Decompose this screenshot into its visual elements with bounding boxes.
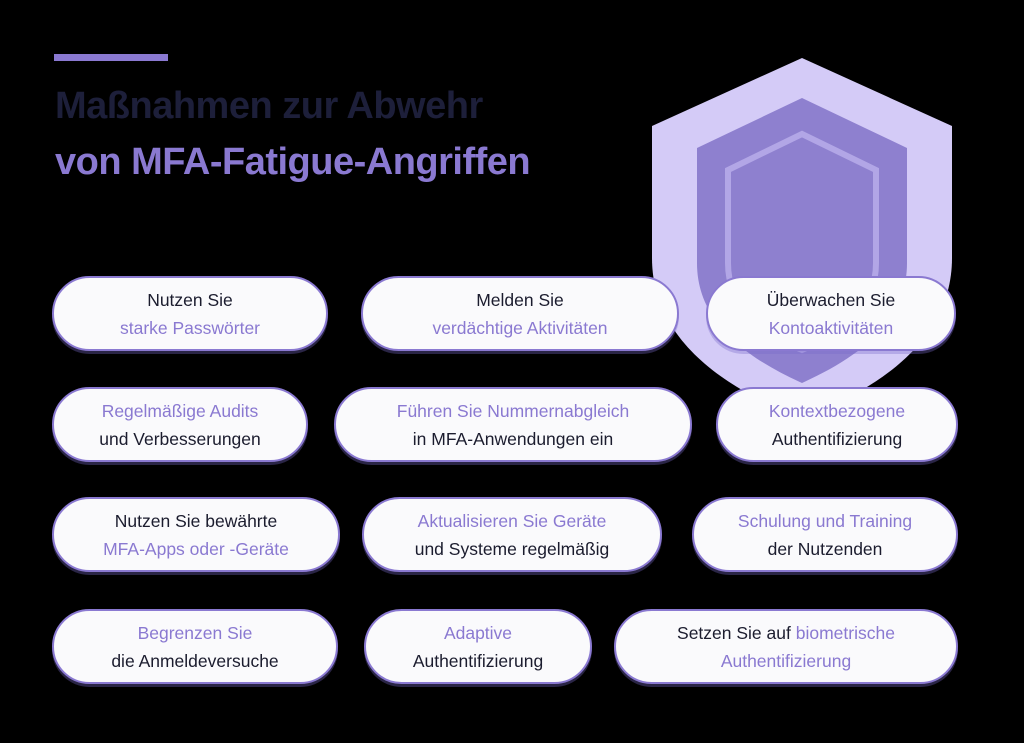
measure-line-1-dark: Setzen Sie auf	[677, 622, 796, 643]
measure-line-2: Kontoaktivitäten	[768, 317, 894, 338]
page-title: Maßnahmen zur Abwehr von MFA-Fatigue-Ang…	[55, 78, 531, 190]
measure-line-2: und Verbesserungen	[99, 428, 261, 449]
title-line-2: von MFA-Fatigue-Angriffen	[55, 141, 531, 183]
measure-monitor-accounts: Überwachen Sie Kontoaktivitäten	[706, 276, 956, 351]
measure-limit-logins: Begrenzen Sie die Anmeldeversuche	[52, 609, 338, 684]
measure-line-1: Überwachen Sie	[766, 289, 896, 310]
shield-icon	[652, 58, 952, 418]
measure-line-1: Aktualisieren Sie Geräte	[417, 510, 607, 531]
measure-number-matching: Führen Sie Nummernabgleich in MFA-Anwend…	[334, 387, 692, 462]
measure-user-training: Schulung und Training der Nutzenden	[692, 497, 958, 572]
measure-adaptive-auth: Adaptive Authentifizierung	[364, 609, 592, 684]
measure-line-2: starke Passwörter	[119, 317, 261, 338]
measure-line-1: Melden Sie	[476, 289, 564, 310]
measure-line-1: Nutzen Sie bewährte	[114, 510, 278, 531]
measure-line-1: Führen Sie Nummernabgleich	[396, 400, 630, 421]
measure-line-1: Setzen Sie auf biometrische	[677, 619, 895, 647]
measure-line-1: Adaptive	[443, 622, 513, 643]
measure-audits: Regelmäßige Audits und Verbesserungen	[52, 387, 308, 462]
measure-strong-passwords: Nutzen Sie starke Passwörter	[52, 276, 328, 351]
measure-line-2: verdächtige Aktivitäten	[432, 317, 608, 338]
measure-contextual-auth: Kontextbezogene Authentifizierung	[716, 387, 958, 462]
measure-proven-apps: Nutzen Sie bewährte MFA-Apps oder -Gerät…	[52, 497, 340, 572]
title-line-1: Maßnahmen zur Abwehr	[55, 85, 483, 127]
measure-line-1: Nutzen Sie	[147, 289, 233, 310]
measure-line-2: Authentifizierung	[412, 650, 544, 671]
measure-line-2: die Anmeldeversuche	[111, 650, 279, 671]
measure-line-2: in MFA-Anwendungen ein	[412, 428, 614, 449]
measure-line-1: Begrenzen Sie	[137, 622, 253, 643]
measure-line-1: Regelmäßige Audits	[101, 400, 259, 421]
measure-update-devices: Aktualisieren Sie Geräte und Systeme reg…	[362, 497, 662, 572]
measure-line-2: Authentifizierung	[720, 650, 852, 671]
measure-line-1: Kontextbezogene	[768, 400, 906, 421]
accent-line	[54, 54, 168, 61]
measure-report-suspicious: Melden Sie verdächtige Aktivitäten	[361, 276, 679, 351]
measure-line-1-accent: biometrische	[795, 622, 895, 643]
measure-line-2: und Systeme regelmäßig	[414, 538, 610, 559]
measure-line-2: Authentifizierung	[771, 428, 903, 449]
measure-biometric-auth: Setzen Sie auf biometrische Authentifizi…	[614, 609, 958, 684]
measure-line-1: Schulung und Training	[737, 510, 913, 531]
measure-line-2: der Nutzenden	[767, 538, 883, 559]
measure-line-2: MFA-Apps oder -Geräte	[103, 538, 289, 559]
